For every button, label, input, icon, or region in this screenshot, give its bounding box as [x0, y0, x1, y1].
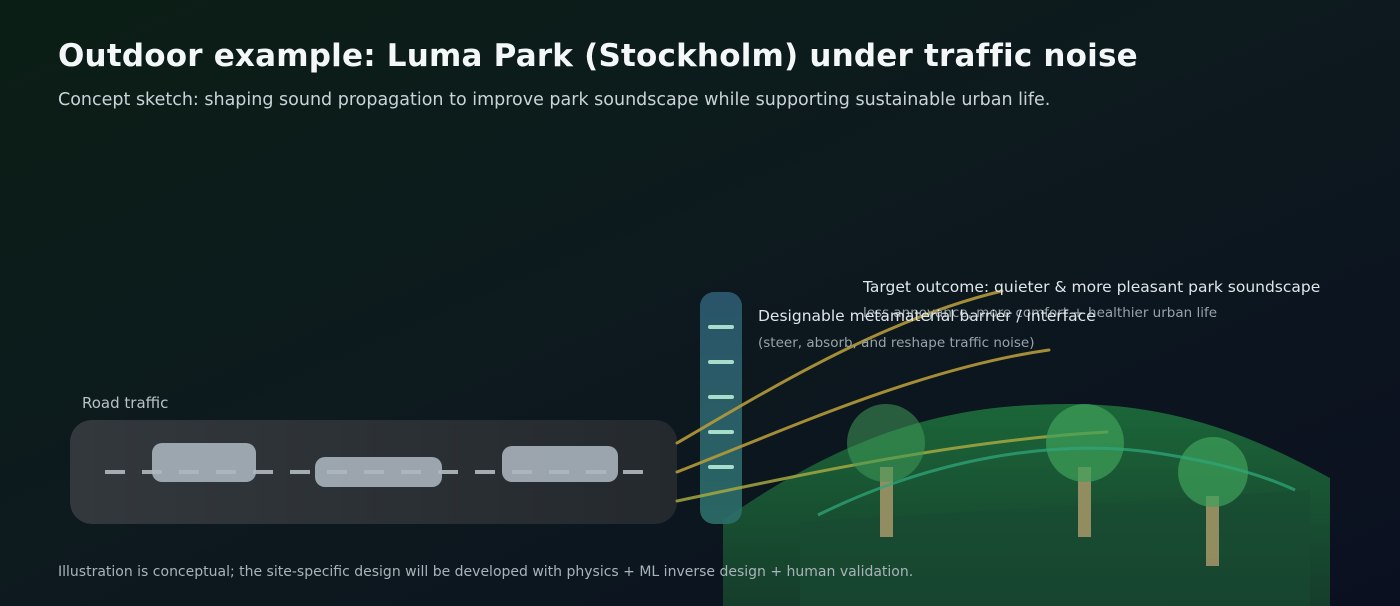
page-subtitle: Concept sketch: shaping sound propagatio…	[58, 90, 1051, 110]
barrier-label: Designable metamaterial barrier / interf…	[758, 307, 1096, 325]
car	[502, 446, 618, 482]
outcome-label: Target outcome: quieter & more pleasant …	[862, 278, 1320, 296]
quiet-zone-arc	[817, 446, 1296, 517]
outcome-sublabel: less annoyance, more comfort + healthier…	[863, 305, 1217, 321]
car	[152, 443, 256, 482]
tree-canopy	[847, 404, 925, 482]
car	[315, 457, 442, 487]
park-path	[800, 490, 1310, 606]
trees	[847, 404, 1248, 566]
sound-wave	[675, 348, 1051, 474]
tree-trunk	[1078, 467, 1091, 537]
barrier-sublabel: (steer, absorb, and reshape traffic nois…	[758, 335, 1035, 351]
sound-wave	[675, 289, 1004, 445]
tree-canopy	[1178, 437, 1248, 507]
tree-trunk	[1206, 496, 1219, 566]
road-label: Road traffic	[82, 394, 168, 412]
metamaterial-barrier	[700, 292, 742, 524]
footnote: Illustration is conceptual; the site-spe…	[58, 564, 914, 580]
road	[70, 420, 677, 524]
page-title: Outdoor example: Luma Park (Stockholm) u…	[58, 38, 1138, 74]
tree-canopy	[1046, 404, 1124, 482]
